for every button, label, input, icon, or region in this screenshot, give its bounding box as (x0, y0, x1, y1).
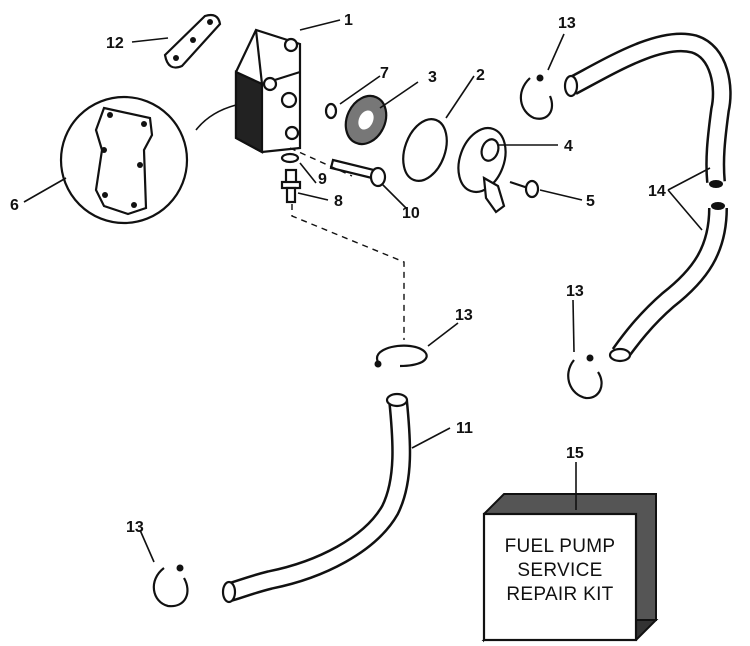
part-13-clamp-right (567, 359, 603, 400)
callout-15: 15 (566, 445, 584, 462)
part-3-filter-screen (344, 94, 388, 146)
part-13-clamp-top-right (519, 77, 554, 120)
dashed-connection-line (291, 204, 405, 340)
part-13-clamp-middle (375, 344, 428, 368)
callout-3: 3 (428, 69, 437, 86)
callout-2: 2 (476, 67, 485, 84)
callout-4: 4 (564, 138, 573, 155)
part-7-o-ring (324, 102, 338, 120)
part-11-hose (221, 392, 412, 604)
part-13-clamp-bottom-left (152, 567, 189, 608)
callout-14: 14 (648, 183, 666, 200)
callout-10: 10 (402, 205, 420, 222)
callout-7: 7 (380, 65, 389, 82)
callout-13-middle: 13 (455, 307, 473, 324)
kit-label-line2: SERVICE (517, 560, 602, 581)
callout-8: 8 (334, 193, 343, 210)
part-6-gasket-detail (59, 95, 189, 225)
part-10-bolt (329, 158, 387, 188)
kit-label-line3: REPAIR KIT (506, 584, 613, 605)
part-14-hose-upper (563, 32, 732, 188)
part-4-pump-cover (457, 126, 507, 214)
kit-label-line1: FUEL PUMP (505, 536, 616, 557)
callout-13-top-right: 13 (558, 15, 576, 32)
dashed-connection-line-2 (289, 147, 353, 177)
callout-13-right: 13 (566, 283, 584, 300)
callout-11: 11 (456, 420, 473, 437)
callout-5: 5 (586, 193, 595, 210)
part-12-gasket-plate (163, 13, 222, 69)
callout-12: 12 (106, 35, 124, 52)
callout-13-bottom-left: 13 (126, 519, 144, 536)
leader-lines (23, 19, 711, 563)
part-5-screw (509, 179, 540, 199)
part-8-fitting (280, 168, 302, 204)
part-15-repair-kit-box: FUEL PUMP SERVICE REPAIR KIT (481, 493, 659, 643)
part-2-large-o-ring (402, 118, 448, 182)
callout-numbers: 1 2 3 7 4 5 6 8 9 10 11 12 13 13 13 13 1… (10, 12, 666, 536)
part-1-fuel-pump-body (195, 28, 302, 154)
callout-6: 6 (10, 197, 19, 214)
callout-9: 9 (318, 171, 327, 188)
part-9-washer (280, 152, 300, 164)
part-14-hose-lower (608, 202, 728, 363)
callout-1: 1 (344, 12, 353, 29)
